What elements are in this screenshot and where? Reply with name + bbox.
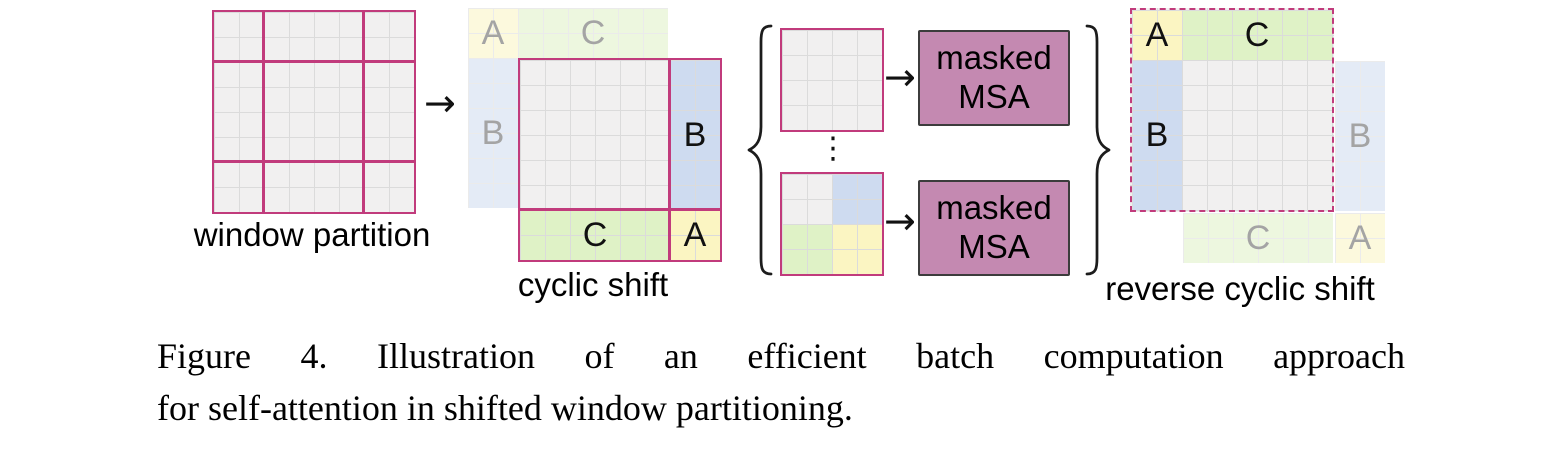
figure-caption: Figure 4. Illustration of an efficient b… <box>157 330 1405 434</box>
batch-window-region-a <box>832 224 882 274</box>
reverse-ghost-region-b-label: B <box>1348 116 1372 155</box>
masked-msa-top-line2: MSA <box>958 78 1030 115</box>
shifted-region-a: A <box>670 210 720 260</box>
reverse-cyclic-shift-label: reverse cyclic shift <box>1105 270 1375 307</box>
masked-msa-top-box: masked MSA <box>918 30 1070 126</box>
shifted-region-b-label: B <box>683 115 707 154</box>
reverse-cyclic-shift-panel: A C B B C A reverse cyclic shift <box>1105 8 1390 318</box>
shifted-region-b: B <box>670 60 720 210</box>
partition-line-horizontal-bottom <box>214 160 414 163</box>
ghost-region-b-label: B <box>481 113 505 152</box>
reverse-cyclic-shift-grid: A C B <box>1130 8 1334 212</box>
masked-msa-bottom-line2: MSA <box>958 228 1030 265</box>
window-partition-panel: window partition <box>194 10 430 270</box>
reverse-ghost-region-b: B <box>1335 61 1385 211</box>
ghost-region-a-label: A <box>481 13 505 52</box>
shifted-region-a-label: A <box>683 215 707 254</box>
figure-caption-line2: for self-attention in shifted window par… <box>157 388 853 428</box>
msa-top-arrow-icon: → <box>884 55 916 99</box>
reverse-ghost-region-a: A <box>1335 213 1385 263</box>
partition-line-horizontal-top <box>214 60 414 63</box>
restored-region-b: B <box>1132 60 1182 210</box>
reverse-ghost-region-c-label: C <box>1245 218 1271 257</box>
reverse-ghost-region-c: C <box>1183 213 1333 263</box>
masked-msa-bottom-line1: masked <box>936 189 1052 227</box>
shifted-region-c-label: C <box>582 215 608 254</box>
restored-region-c-label: C <box>1244 15 1270 54</box>
left-brace-icon <box>747 24 773 276</box>
restored-region-c: C <box>1182 10 1332 60</box>
batch-window-bottom-grid <box>780 172 884 276</box>
right-brace-icon <box>1085 24 1111 276</box>
masked-msa-top-line1: masked <box>936 39 1052 77</box>
window-line-vertical <box>668 60 671 260</box>
cyclic-shift-grid: B C A <box>518 58 722 262</box>
reverse-ghost-region-a-label: A <box>1348 218 1372 257</box>
ghost-region-c-label: C <box>580 13 606 52</box>
restored-region-a: A <box>1132 10 1182 60</box>
batch-window-region-b <box>832 174 882 224</box>
batch-window-region-c <box>782 224 832 274</box>
window-partition-grid <box>212 10 416 214</box>
partition-line-vertical-left <box>262 12 265 212</box>
msa-bottom-arrow-icon: → <box>884 199 916 243</box>
shifted-region-c: C <box>520 210 670 260</box>
ellipsis-icon: ⋮ <box>818 131 848 166</box>
cyclic-shift-panel: A C B B C A cyclic shift <box>468 8 722 308</box>
ghost-region-a: A <box>468 8 518 58</box>
restored-region-a-label: A <box>1145 15 1169 54</box>
figure-caption-line1: Figure 4. Illustration of an efficient b… <box>157 336 1405 376</box>
restored-region-b-label: B <box>1145 115 1169 154</box>
partition-line-vertical-right <box>362 12 365 212</box>
batch-window-top-grid <box>780 28 884 132</box>
window-line-horizontal <box>520 208 720 211</box>
shift-arrow-icon: → <box>424 81 456 125</box>
ghost-region-c: C <box>518 8 668 58</box>
window-partition-label: window partition <box>193 216 431 253</box>
masked-msa-bottom-box: masked MSA <box>918 180 1070 276</box>
ghost-region-b: B <box>468 58 518 208</box>
cyclic-shift-label: cyclic shift <box>517 266 669 303</box>
